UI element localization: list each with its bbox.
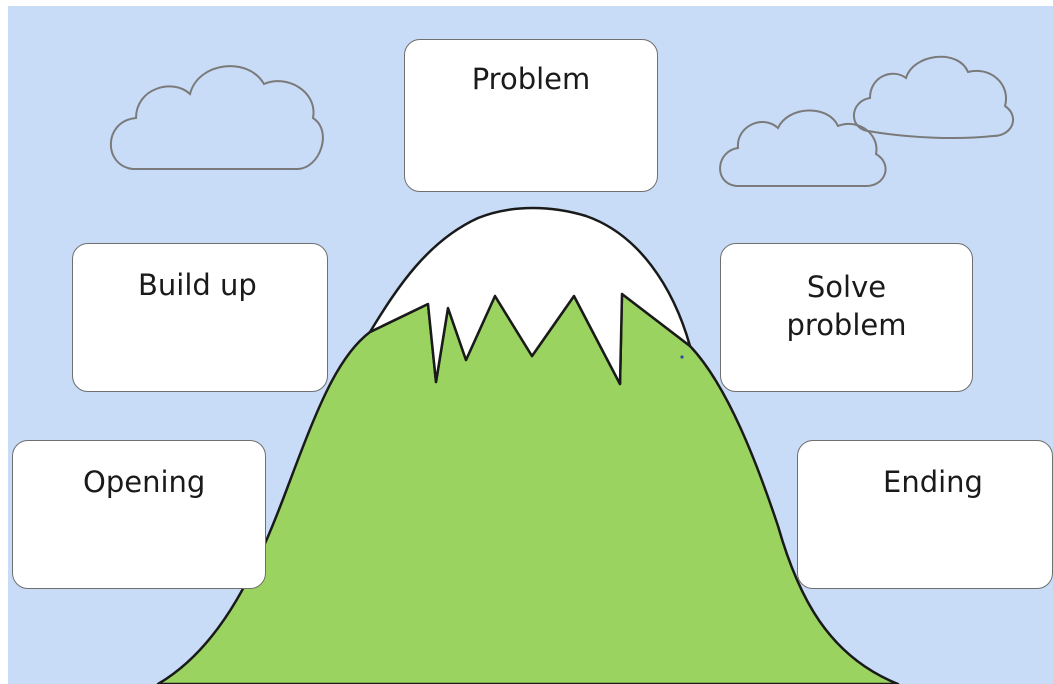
solve-problem-box: Solve problem — [720, 243, 973, 392]
ending-label: Ending — [883, 465, 983, 499]
cloud-icon — [109, 65, 324, 170]
ink-dot — [680, 355, 684, 359]
story-mountain-diagram: Problem Build up Solve problem Opening E… — [8, 6, 1053, 684]
scene-art — [109, 55, 1015, 684]
solve-label-line2: problem — [786, 308, 907, 342]
problem-label: Problem — [471, 62, 591, 96]
opening-box: Opening — [12, 440, 266, 589]
solve-label-line1: Solve — [806, 270, 887, 304]
cloud-icon — [719, 109, 887, 187]
problem-box: Problem — [404, 39, 658, 192]
cloud-icon — [853, 55, 1015, 140]
build-up-box: Build up — [72, 243, 328, 392]
ending-box: Ending — [797, 440, 1053, 589]
opening-label: Opening — [83, 465, 206, 499]
snow-cap — [368, 206, 692, 386]
build-up-label: Build up — [138, 268, 257, 302]
